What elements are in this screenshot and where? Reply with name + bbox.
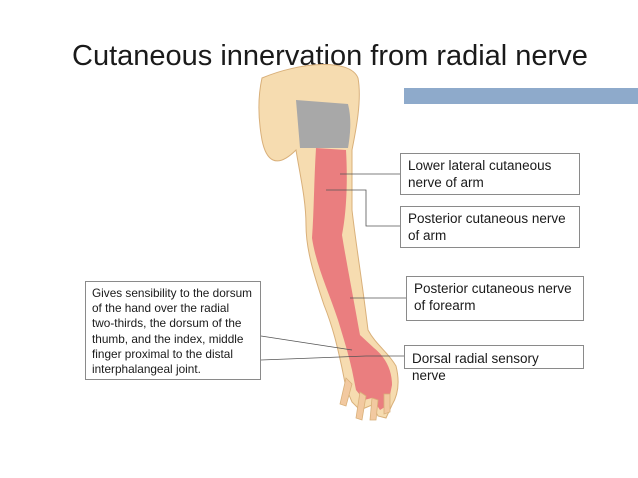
label-lower-lateral-cutaneous: Lower lateral cutaneous nerve of arm	[400, 153, 580, 195]
label-dorsal-radial-sensory: Dorsal radial sensory nerve	[404, 345, 584, 383]
axillary-region	[296, 100, 351, 148]
accent-bar	[404, 88, 638, 104]
fingers	[339, 377, 391, 421]
label-posterior-cutaneous-forearm: Posterior cutaneous nerve of forearm	[406, 276, 584, 321]
leader-lines	[260, 173, 406, 361]
label-posterior-cutaneous-arm: Posterior cutaneous nerve of arm	[400, 206, 580, 248]
innervated-region	[312, 148, 392, 410]
sensibility-note: Gives sensibility to the dorsum of the h…	[85, 281, 261, 380]
